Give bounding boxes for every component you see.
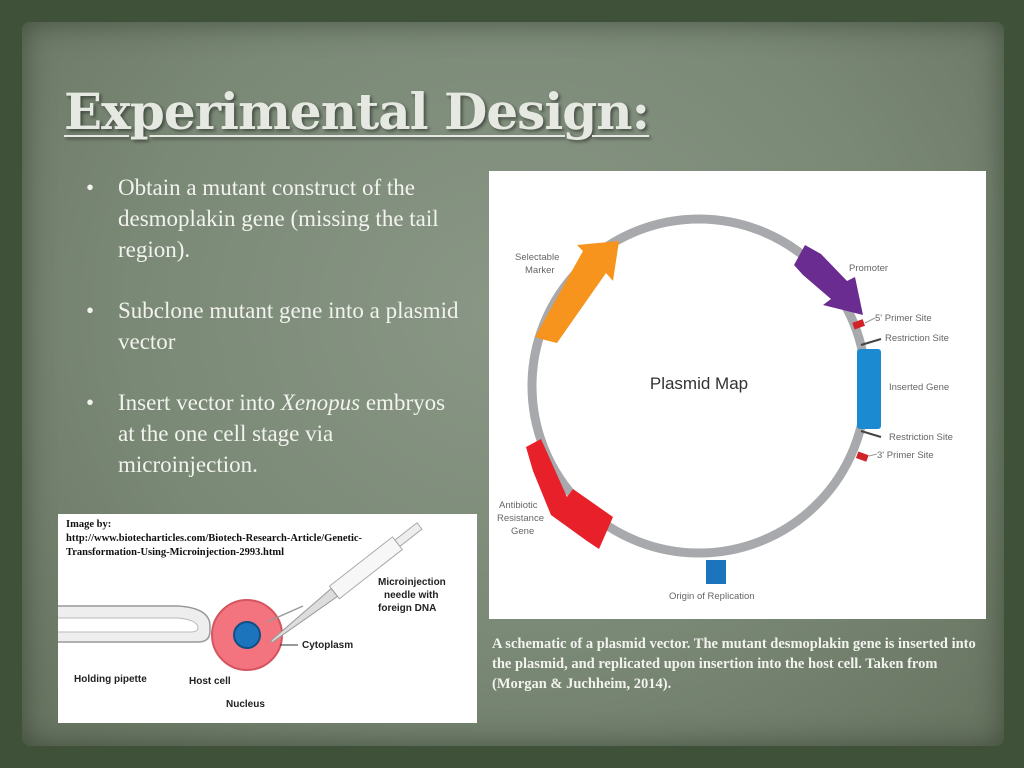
image-credit-prefix: Image by: (66, 519, 112, 530)
bullet-text: embryos at the one cell stage via microi… (118, 390, 446, 477)
needle-shaft (266, 605, 304, 623)
antibiotic-resistance-arrow (526, 439, 613, 549)
needle-label-line: needle with (384, 590, 438, 601)
image-credit: Image by: http://www.biotecharticles.com… (66, 518, 366, 560)
promoter-label: Promoter (849, 263, 888, 274)
bullet-list: Obtain a mutant construct of the desmopl… (84, 172, 464, 510)
leader-line (868, 453, 878, 457)
promoter-arrow (794, 245, 863, 315)
restriction-site-label: Restriction Site (885, 333, 949, 344)
antibiotic-label-line: Gene (511, 526, 534, 537)
nucleus-label: Nucleus (226, 699, 265, 710)
needle-tip (270, 587, 339, 644)
needle-label-line: foreign DNA (378, 603, 436, 614)
nucleus (233, 621, 261, 649)
bullet-item: Subclone mutant gene into a plasmid vect… (84, 295, 464, 357)
bullet-text: Insert vector into (118, 390, 281, 415)
image-credit-url: http://www.biotecharticles.com/Biotech-R… (66, 533, 363, 558)
primer-5-label: 5' Primer Site (875, 313, 932, 324)
bullet-italic-text: Xenopus (280, 390, 361, 415)
microinjection-figure: Image by: http://www.biotecharticles.com… (58, 514, 477, 723)
origin-block (706, 560, 726, 584)
selectable-marker-arrow (535, 241, 619, 343)
inserted-gene-block (857, 349, 881, 429)
selectable-marker-label-line: Marker (525, 265, 555, 276)
syringe-plunger (394, 522, 423, 548)
bullet-text: Subclone mutant gene into a plasmid vect… (118, 298, 459, 354)
primer-site-5-mark (852, 319, 866, 330)
slide-title: Experimental Design: (64, 82, 650, 141)
restriction-site-mark (860, 338, 882, 346)
restriction-site-mark (860, 430, 882, 438)
holding-pipette-label: Holding pipette (74, 674, 147, 685)
leader-line (864, 317, 876, 324)
selectable-marker-label-line: Selectable (515, 252, 559, 263)
microinjection-needle (270, 522, 423, 644)
bullet-text: Obtain a mutant construct of the desmopl… (118, 175, 439, 262)
host-cell-label: Host cell (189, 676, 231, 687)
origin-label: Origin of Replication (669, 591, 755, 602)
plasmid-center-label: Plasmid Map (650, 374, 748, 393)
antibiotic-label-line: Antibiotic (499, 500, 538, 511)
primer-3-label: 3' Primer Site (877, 450, 934, 461)
restriction-site-label: Restriction Site (889, 432, 953, 443)
holding-pipette-inner (58, 617, 199, 633)
needle-label-line: Microinjection (378, 577, 446, 588)
bullet-item: Insert vector into Xenopus embryos at th… (84, 387, 464, 480)
bullet-item: Obtain a mutant construct of the desmopl… (84, 172, 464, 265)
plasmid-caption: A schematic of a plasmid vector. The mut… (492, 636, 976, 692)
microinjection-svg: Microinjection needle with foreign DNA C… (58, 522, 446, 710)
inserted-gene-label: Inserted Gene (889, 382, 949, 393)
cytoplasm-label: Cytoplasm (302, 640, 353, 651)
antibiotic-label-line: Resistance (497, 513, 544, 524)
primer-site-3-mark (855, 451, 869, 462)
